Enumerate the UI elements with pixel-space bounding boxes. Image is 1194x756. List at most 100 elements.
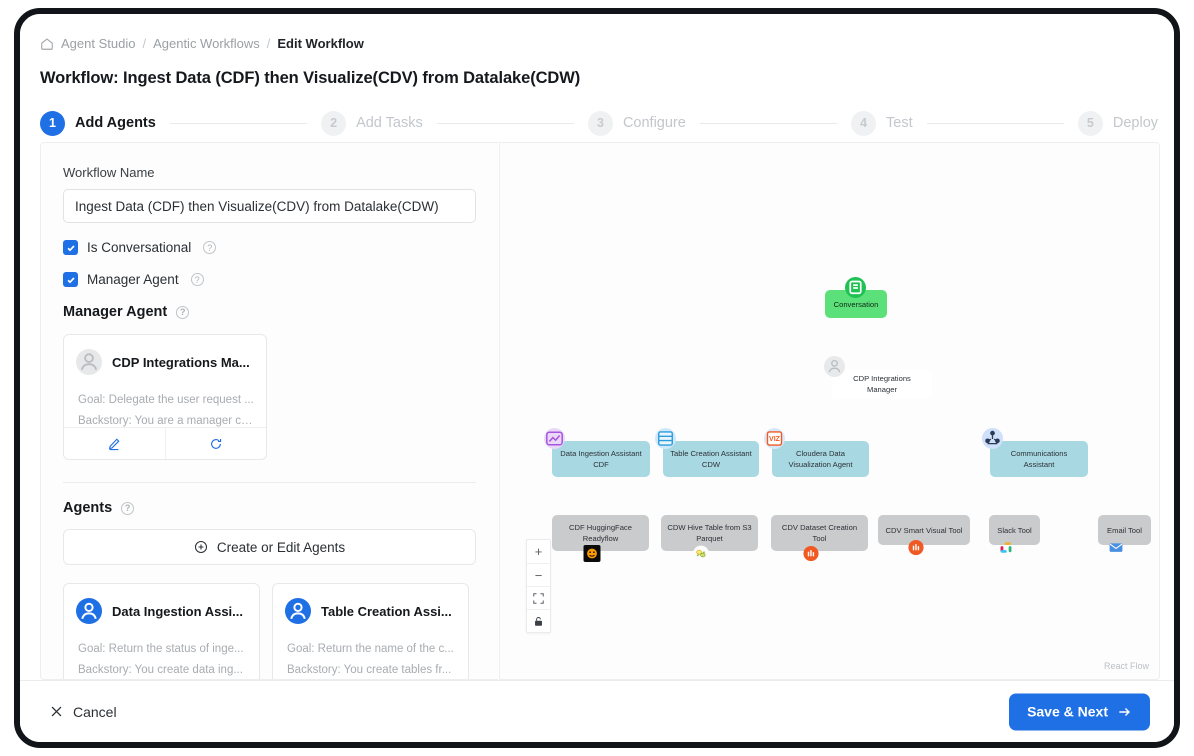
flow-node-sublabel: Assistant xyxy=(1023,460,1055,469)
flow-node-label: CDV Dataset Creation xyxy=(781,523,858,532)
svg-text:VIZ: VIZ xyxy=(769,436,781,443)
checkbox-label: Manager Agent xyxy=(87,272,179,287)
lock-icon[interactable] xyxy=(527,609,550,632)
checkbox-manager-agent[interactable]: Manager Agent ? xyxy=(63,272,476,287)
home-icon[interactable] xyxy=(40,37,54,51)
manager-agent-backstory: Backstory: You are a manager ca... xyxy=(78,415,257,427)
zoom-in-button[interactable]: + xyxy=(534,544,543,559)
agent-card-header: Table Creation Assi... xyxy=(273,584,468,634)
form-scroll-area[interactable]: Workflow Name Is Conversational ? Manage… xyxy=(41,143,498,679)
manager-agent-goal: Goal: Delegate the user request ... xyxy=(78,394,254,406)
flow-node-cdv-smart[interactable]: CDV Smart Visual Tool xyxy=(878,515,970,545)
zoom-out-button[interactable]: − xyxy=(527,563,550,586)
refresh-icon[interactable] xyxy=(164,428,267,459)
flow-node-email[interactable]: Email Tool xyxy=(1098,515,1151,545)
agent-card-table-creation[interactable]: Table Creation Assi... Goal: Return the … xyxy=(272,583,469,679)
user-icon xyxy=(76,598,102,624)
fit-view-icon[interactable] xyxy=(527,586,550,609)
flow-node-sublabel: Tool xyxy=(812,534,827,543)
cluster-icon xyxy=(982,428,1003,449)
step-test[interactable]: 4 Test xyxy=(851,110,913,136)
nifi-icon xyxy=(544,428,565,449)
step-label: Configure xyxy=(622,115,686,131)
create-or-edit-agents-label: Create or Edit Agents xyxy=(216,539,346,555)
user-icon xyxy=(285,598,311,624)
react-flow-attribution[interactable]: React Flow xyxy=(1103,661,1149,671)
agent-card-data-ingestion[interactable]: Data Ingestion Assi... Goal: Return the … xyxy=(63,583,260,679)
help-icon[interactable]: ? xyxy=(121,501,135,515)
help-icon[interactable]: ? xyxy=(190,273,204,286)
hugging-face-icon xyxy=(583,545,601,562)
cloudera-icon xyxy=(907,539,924,556)
flow-node-label: CDV Smart Visual Tool xyxy=(885,525,963,535)
flow-node-sublabel: CDF xyxy=(593,460,609,469)
breadcrumb-separator: / xyxy=(266,36,271,51)
agents-heading-text: Agents xyxy=(63,500,113,516)
breadcrumb-item-agentic-workflows[interactable]: Agentic Workflows xyxy=(153,36,260,51)
manager-agent-card-title: CDP Integrations Ma... xyxy=(112,354,250,370)
form-divider xyxy=(63,482,476,483)
arrow-right-icon xyxy=(1117,704,1132,719)
hive-icon xyxy=(693,545,710,562)
manager-agent-card-actions xyxy=(64,427,266,459)
flow-node-sublabel: CDW xyxy=(701,460,721,469)
step-configure[interactable]: 3 Configure xyxy=(587,110,686,136)
flow-node-label: Communications xyxy=(1010,449,1068,458)
breadcrumb: Agent Studio / Agentic Workflows / Edit … xyxy=(40,36,364,51)
email-icon xyxy=(1108,539,1125,556)
close-icon xyxy=(50,705,63,718)
breadcrumb-separator: / xyxy=(142,36,147,51)
create-or-edit-agents-button[interactable]: Create or Edit Agents xyxy=(63,529,476,565)
step-number: 4 xyxy=(851,110,877,136)
step-connector xyxy=(699,122,838,124)
step-deploy[interactable]: 5 Deploy xyxy=(1077,110,1159,136)
step-connector xyxy=(169,122,308,124)
step-add-tasks[interactable]: 2 Add Tasks xyxy=(321,110,423,136)
manager-agent-heading: Manager Agent ? xyxy=(63,304,476,320)
flow-node-label: CDP Integrations xyxy=(853,374,911,383)
page-root: Agent Studio / Agentic Workflows / Edit … xyxy=(20,14,1174,742)
app-window: Agent Studio / Agentic Workflows / Edit … xyxy=(14,8,1180,748)
manager-agent-card[interactable]: CDP Integrations Ma... Goal: Delegate th… xyxy=(63,334,267,460)
step-label: Test xyxy=(886,115,913,131)
user-icon xyxy=(76,349,102,375)
save-and-next-label: Save & Next xyxy=(1027,703,1108,720)
cancel-button[interactable]: Cancel xyxy=(50,704,117,720)
plus-circle-icon xyxy=(194,540,208,554)
flow-node-slack[interactable]: Slack Tool xyxy=(989,515,1040,545)
help-icon[interactable]: ? xyxy=(176,305,190,319)
flow-node-label: Slack Tool xyxy=(997,525,1032,535)
checkbox-is-conversational[interactable]: Is Conversational ? xyxy=(63,240,476,255)
checkbox-label: Is Conversational xyxy=(87,240,192,255)
step-label: Add Agents xyxy=(75,115,156,131)
footer-bar: Cancel Save & Next xyxy=(20,680,1174,742)
step-add-agents[interactable]: 1 Add Agents xyxy=(40,110,156,136)
breadcrumb-item-agent-studio[interactable]: Agent Studio xyxy=(61,36,136,51)
pencil-icon[interactable] xyxy=(64,428,165,459)
agents-heading: Agents ? xyxy=(63,500,476,516)
flow-node-label: CDF HuggingFace xyxy=(569,523,632,532)
help-icon[interactable]: ? xyxy=(203,241,217,254)
checkbox-checked-icon xyxy=(63,240,78,255)
agent-card-title: Data Ingestion Assi... xyxy=(112,603,243,619)
step-number: 5 xyxy=(1077,110,1103,136)
slack-icon xyxy=(998,539,1015,556)
viz-icon: VIZ xyxy=(764,428,785,449)
table-icon xyxy=(655,428,676,449)
workflow-name-input[interactable] xyxy=(63,189,476,223)
workflow-name-label: Workflow Name xyxy=(63,165,155,180)
checkbox-checked-icon xyxy=(63,272,78,287)
step-label: Deploy xyxy=(1112,115,1159,131)
workflow-stepper: 1 Add Agents 2 Add Tasks 3 Configure 4 T… xyxy=(40,104,1158,142)
save-and-next-button[interactable]: Save & Next xyxy=(1009,693,1150,730)
